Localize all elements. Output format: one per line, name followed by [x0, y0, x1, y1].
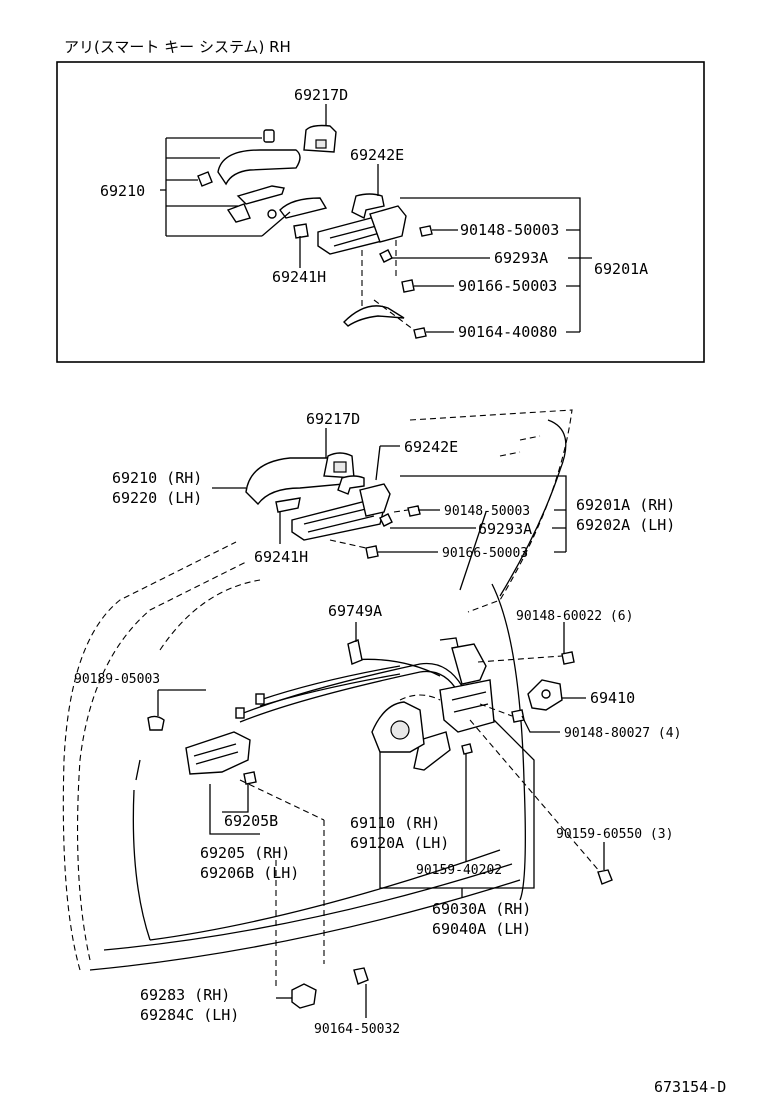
label-90159-40202: 90159-40202	[416, 863, 502, 878]
label-69120A-lh: 69120A (LH)	[350, 834, 449, 852]
label-69241H: 69241H	[254, 548, 308, 566]
label-69040A-lh: 69040A (LH)	[432, 920, 531, 938]
inset-label-69201A: 69201A	[594, 260, 648, 278]
label-90148-50003: 90148-50003	[444, 504, 530, 519]
label-69410: 69410	[590, 689, 635, 707]
inset-title: アリ(スマート キー システム) RH	[64, 38, 291, 56]
door-outline	[62, 409, 573, 971]
label-90189-05003: 90189-05003	[74, 672, 160, 687]
label-69242E: 69242E	[404, 438, 458, 456]
cover-69242E	[337, 475, 365, 495]
outer-handle-assembly	[245, 452, 421, 559]
label-69210-rh: 69210 (RH)	[112, 469, 202, 487]
latch-and-cables	[147, 637, 613, 1009]
label-69110-rh: 69110 (RH)	[350, 814, 440, 832]
label-69284C-lh: 69284C (LH)	[140, 1006, 239, 1024]
inside-handle	[185, 731, 251, 775]
label-69293A: 69293A	[478, 520, 532, 538]
label-90148-80027: 90148-80027 (4)	[564, 726, 681, 741]
bezel-69283	[291, 983, 317, 1009]
inset-outer-handle	[217, 149, 301, 186]
label-69217D: 69217D	[306, 410, 360, 428]
inset-label-69242E: 69242E	[350, 146, 404, 164]
label-69202A-lh: 69202A (LH)	[576, 516, 675, 534]
door-lock-assembly	[439, 679, 495, 733]
inset-drawing	[197, 124, 433, 339]
inset-label-69293A: 69293A	[494, 249, 548, 267]
label-69749A: 69749A	[328, 602, 382, 620]
label-69220-lh: 69220 (LH)	[112, 489, 202, 507]
label-90164-50032: 90164-50032	[314, 1022, 400, 1037]
label-69206B-lh: 69206B (LH)	[200, 864, 299, 882]
label-90148-60022: 90148-60022 (6)	[516, 609, 633, 624]
inset-handle-cap	[303, 124, 337, 153]
clip-69749A	[347, 639, 363, 665]
inset-label-90164-40080: 90164-40080	[458, 323, 557, 341]
inset-leaders	[160, 104, 592, 333]
label-69201A-rh: 69201A (RH)	[576, 496, 675, 514]
label-90166-50003: 90166-50003	[442, 546, 528, 561]
inset-frame	[56, 61, 705, 363]
label-90159-60550: 90159-60550 (3)	[556, 827, 673, 842]
inset-label-69210: 69210	[100, 182, 145, 200]
label-69205B: 69205B	[224, 812, 278, 830]
label-69030A-rh: 69030A (RH)	[432, 900, 531, 918]
label-69283-rh: 69283 (RH)	[140, 986, 230, 1004]
pad-69241H	[275, 497, 301, 513]
clip-90189	[147, 715, 165, 731]
inset-label-69241H: 69241H	[272, 268, 326, 286]
main-leaders	[157, 428, 605, 1018]
inset-label-90148-50003: 90148-50003	[460, 221, 559, 239]
inset-label-69217D: 69217D	[294, 86, 348, 104]
label-69205-rh: 69205 (RH)	[200, 844, 290, 862]
diagram-code: 673154-D	[654, 1078, 726, 1096]
inset-label-90166-50003: 90166-50003	[458, 277, 557, 295]
